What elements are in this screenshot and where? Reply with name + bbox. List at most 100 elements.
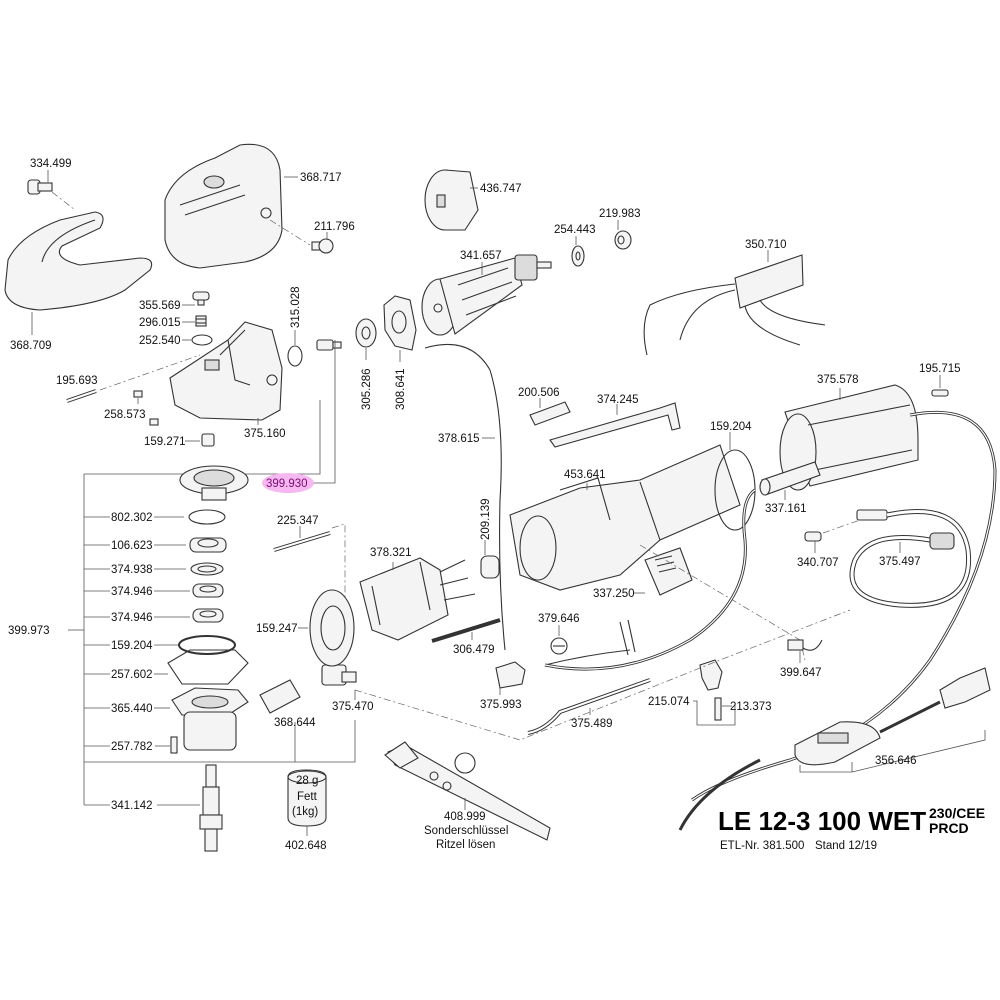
part-258573-screw[interactable]	[133, 390, 159, 426]
part-159247-disc[interactable]	[309, 589, 355, 667]
part-802302-circlip[interactable]	[188, 509, 226, 525]
label-350710[interactable]: 350.710	[745, 239, 787, 251]
label-209139[interactable]: 209.139	[480, 498, 492, 540]
part-219983-bushing[interactable]	[614, 230, 632, 250]
label-200506[interactable]: 200.506	[518, 387, 560, 399]
part-368709-bow-handle[interactable]	[4, 211, 153, 311]
part-374946-seal[interactable]	[192, 608, 224, 623]
part-200506-switch-button[interactable]	[529, 401, 571, 426]
label-399973[interactable]: 399.973	[8, 625, 50, 637]
part-375497-coupling[interactable]	[929, 532, 955, 550]
label-308641[interactable]: 308.641	[395, 368, 407, 410]
label-211796[interactable]: 211.796	[314, 221, 355, 233]
label-368717[interactable]: 368.717	[300, 172, 342, 184]
part-209139-sleeve[interactable]	[480, 555, 500, 579]
label-375993[interactable]: 375.993	[480, 699, 522, 711]
label-106623[interactable]: 106.623	[111, 540, 153, 552]
part-368644-brush[interactable]	[259, 679, 301, 714]
part-296015-spring[interactable]	[195, 315, 207, 327]
part-159271-bushing[interactable]	[201, 433, 215, 447]
part-365440-flange[interactable]	[171, 687, 249, 751]
label-258573[interactable]: 258.573	[104, 409, 146, 421]
label-334499[interactable]: 334.499	[30, 158, 72, 170]
part-356646-prcd-cable[interactable]	[678, 667, 991, 831]
label-378321[interactable]: 378.321	[370, 547, 412, 559]
label-365440[interactable]: 365.440	[111, 703, 153, 715]
part-355569-plug[interactable]	[192, 291, 210, 306]
part-106623-bearing[interactable]	[189, 537, 227, 553]
part-379646-earth-connector[interactable]	[550, 637, 568, 655]
label-355569[interactable]: 355.569	[139, 300, 181, 312]
part-378321-stator[interactable]	[359, 557, 476, 641]
part-195693-screw[interactable]	[66, 389, 97, 403]
part-337161-tube-connector[interactable]	[759, 461, 821, 496]
part-402648-grease-container[interactable]: 28 g Fett (1kg)	[287, 769, 327, 827]
part-399930-bevel-gear[interactable]	[179, 465, 249, 501]
label-368644[interactable]: 368.644	[274, 717, 316, 729]
label-402648[interactable]: 402.648	[285, 840, 327, 852]
label-399930[interactable]: 399.930	[266, 478, 308, 490]
label-374946-b[interactable]: 374.946	[111, 612, 153, 624]
label-375489[interactable]: 375.489	[571, 718, 613, 730]
label-341657[interactable]: 341.657	[460, 250, 502, 262]
label-306479[interactable]: 306.479	[453, 644, 495, 656]
label-159271[interactable]: 159.271	[144, 436, 186, 448]
label-337161[interactable]: 337.161	[765, 503, 807, 515]
part-225347-screw[interactable]	[273, 531, 331, 552]
label-195715[interactable]: 195.715	[919, 363, 961, 375]
part-257782-screw[interactable]	[170, 736, 178, 754]
part-375993-cable-clamp[interactable]	[495, 661, 526, 689]
part-305286-bearing[interactable]	[355, 318, 377, 348]
label-375160[interactable]: 375.160	[244, 428, 286, 440]
part-374946-seal[interactable]	[192, 583, 224, 598]
part-374938-washer[interactable]	[190, 562, 224, 576]
label-802302[interactable]: 802.302	[111, 512, 153, 524]
part-350710-electronic-module[interactable]	[643, 254, 826, 356]
part-254443-bearing[interactable]	[571, 245, 585, 267]
part-257602-gasket[interactable]	[167, 649, 249, 685]
label-252540[interactable]: 252.540	[139, 335, 181, 347]
part-375160-gear-housing[interactable]	[169, 321, 283, 421]
label-215074[interactable]: 215.074	[648, 696, 690, 708]
label-305286[interactable]: 305.286	[361, 368, 373, 410]
label-296015[interactable]: 296.015	[139, 317, 181, 329]
part-378615-cable[interactable]	[424, 344, 506, 651]
part-375470-brush-holder[interactable]	[321, 664, 357, 686]
label-399647[interactable]: 399.647	[780, 667, 822, 679]
part-215074-clamp[interactable]	[699, 659, 723, 691]
label-337250[interactable]: 337.250	[593, 588, 635, 600]
label-254443[interactable]: 254.443	[554, 224, 596, 236]
label-159204-b[interactable]: 159.204	[710, 421, 752, 433]
label-408999[interactable]: 408.999	[444, 811, 486, 823]
label-219983[interactable]: 219.983	[599, 208, 641, 220]
part-399647-interference-capacitor[interactable]	[787, 639, 823, 651]
label-341142[interactable]: 341.142	[111, 800, 153, 812]
label-375497[interactable]: 375.497	[879, 556, 921, 568]
part-340707-nozzle[interactable]	[804, 531, 822, 542]
label-374946-a[interactable]: 374.946	[111, 586, 153, 598]
part-315028-o-ring[interactable]	[287, 345, 303, 367]
label-379646[interactable]: 379.646	[538, 613, 580, 625]
part-374245-switch-rod[interactable]	[549, 402, 681, 448]
label-374245[interactable]: 374.245	[597, 394, 639, 406]
part-341142-spindle[interactable]	[199, 764, 223, 852]
part-252540-o-ring[interactable]	[191, 334, 213, 346]
part-306479-tube[interactable]	[431, 618, 501, 643]
part-436747-fan[interactable]	[424, 169, 479, 231]
part-308641-bearing-plate[interactable]	[383, 295, 417, 351]
label-453641[interactable]: 453.641	[564, 469, 606, 481]
label-375470[interactable]: 375.470	[332, 701, 374, 713]
part-368717-top-cover[interactable]	[164, 143, 283, 269]
highlighted-part-399930[interactable]: 399.930	[262, 473, 314, 493]
label-159247[interactable]: 159.247	[256, 623, 298, 635]
part-211796-screw[interactable]	[311, 238, 334, 254]
part-341657-armature[interactable]	[421, 254, 552, 336]
part-213373-screw[interactable]	[714, 697, 722, 721]
label-195693[interactable]: 195.693	[56, 375, 98, 387]
label-356646[interactable]: 356.646	[875, 755, 917, 767]
label-340707[interactable]: 340.707	[797, 557, 839, 569]
part-337250-switch[interactable]	[644, 547, 693, 596]
label-374938[interactable]: 374.938	[111, 564, 153, 576]
label-159204-a[interactable]: 159.204	[111, 640, 153, 652]
part-195715-screw[interactable]	[931, 389, 949, 397]
